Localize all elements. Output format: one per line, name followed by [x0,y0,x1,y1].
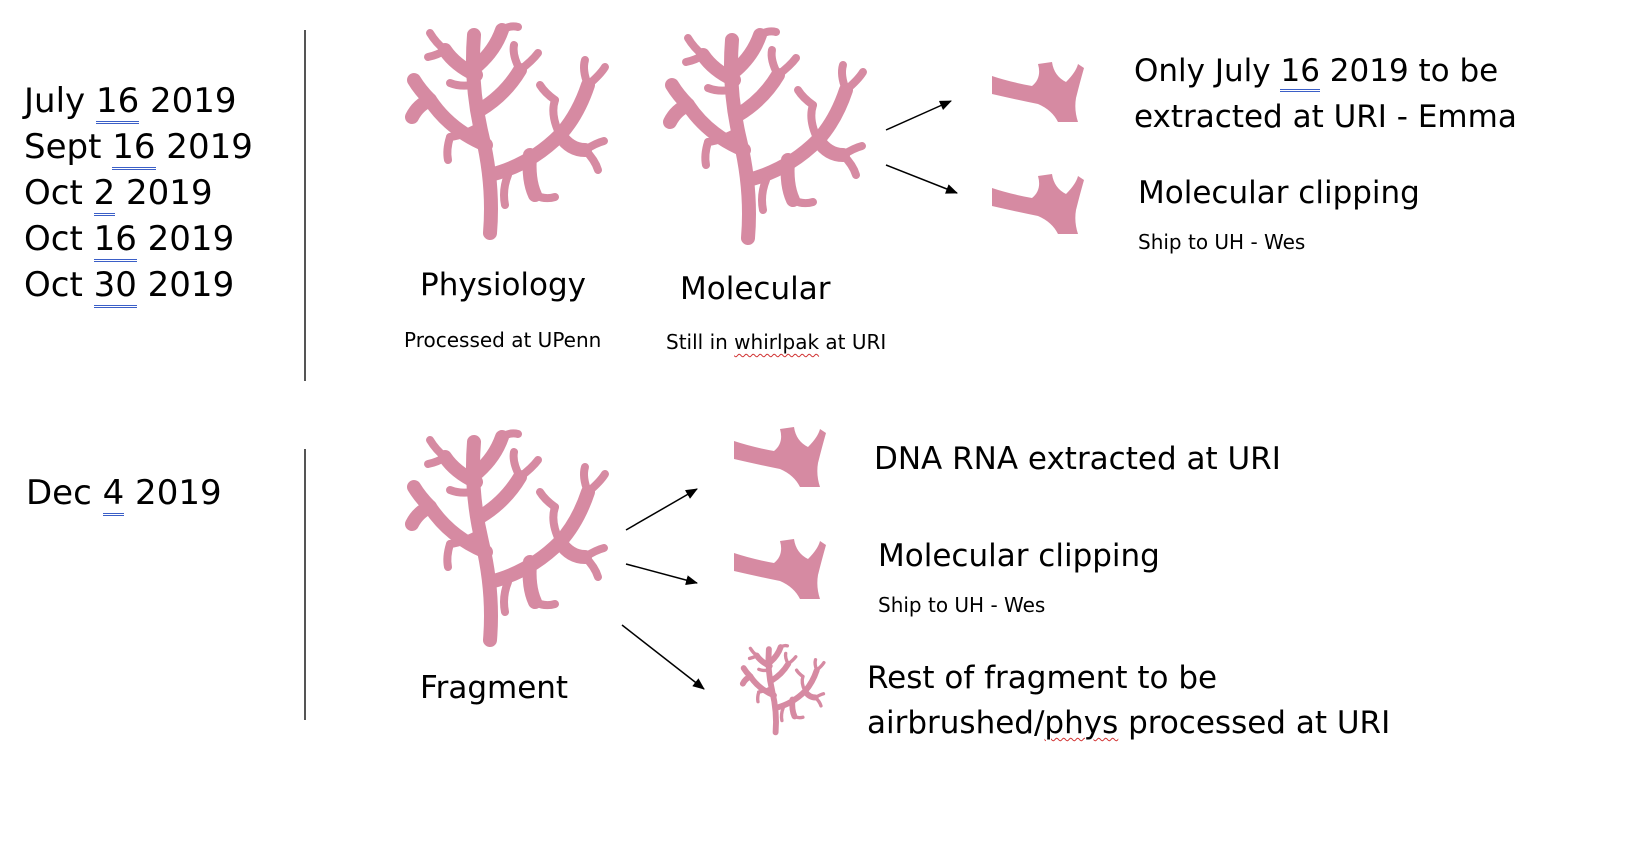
arrow-to-dna-rna [625,488,698,531]
molecular-note: Still in whirlpak at URI [666,330,887,354]
arrow-to-clipping-2 [625,563,698,585]
coral-clipping-icon [992,62,1084,122]
date-entry: Sept 16 2019 [24,127,253,170]
arrow-to-clipping [885,164,958,194]
dna-rna-label: DNA RNA extracted at URI [874,441,1281,477]
extraction-note-line2: extracted at URI - Emma [1134,99,1517,135]
coral-remainder-icon [743,646,824,733]
extraction-note-line1: Only July 16 2019 to be [1134,53,1498,92]
coral-branch-icon [412,26,605,233]
divider-group1 [304,30,306,381]
molecular-label: Molecular [680,271,831,307]
clipping-note: Ship to UH - Wes [1138,230,1306,254]
date-entry: Oct 2 2019 [24,173,213,216]
coral-clipping-icon [734,427,826,487]
date-entry: Dec 4 2019 [26,473,222,516]
fragment-label: Fragment [420,670,569,706]
arrow-to-rest [621,624,705,690]
coral-branch-icon [670,31,863,238]
coral-branch-icon [412,433,605,640]
date-entry: Oct 16 2019 [24,219,234,262]
divider-group2 [304,449,306,720]
coral-clipping-icon [992,174,1084,234]
rest-note-line2: airbrushed/phys processed at URI [867,705,1391,741]
date-entry: July 16 2019 [24,81,237,124]
physiology-note: Processed at UPenn [404,328,602,352]
rest-note-line1: Rest of fragment to be [867,660,1218,696]
coral-clipping-icon [734,539,826,599]
physiology-label: Physiology [420,267,587,303]
date-entry: Oct 30 2019 [24,265,234,308]
clipping-label: Molecular clipping [1138,175,1420,211]
clipping-note: Ship to UH - Wes [878,593,1046,617]
arrow-to-extraction [885,100,952,131]
clipping-label: Molecular clipping [878,538,1160,574]
